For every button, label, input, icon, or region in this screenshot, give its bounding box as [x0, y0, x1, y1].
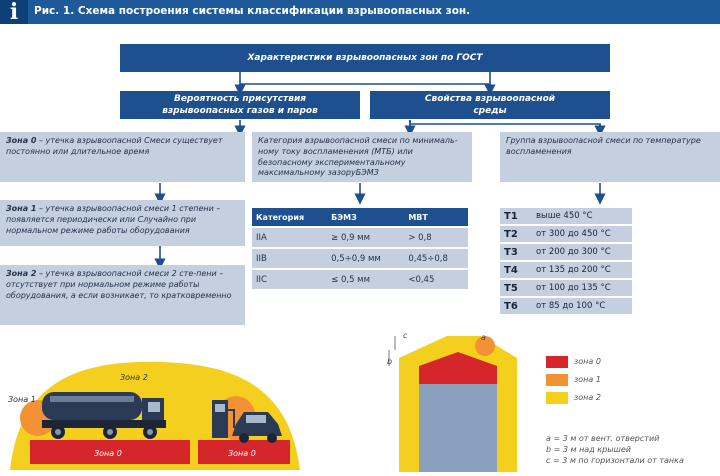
zone-0-label-right: Зона 0: [228, 449, 256, 458]
temp-range: от 100 до 135 °C: [532, 278, 632, 297]
info-icon: i: [0, 0, 28, 24]
temp-class: T5: [500, 278, 532, 297]
zone-2-box: Зона 2 – утечка взрывоопасной смеси 2 ст…: [0, 265, 245, 325]
table-row: IIB 0,5÷0,9 мм 0,45÷0,8: [252, 247, 468, 269]
zone-1-text: – утечка взрывоопасной смеси 1 степени –…: [6, 204, 221, 235]
table-header: БЭМЗ: [327, 208, 405, 227]
temp-class: T3: [500, 242, 532, 261]
legend-swatch-zone-1: [546, 374, 568, 386]
temp-class: T1: [500, 206, 532, 225]
table-cell: > 0,8: [404, 226, 468, 248]
fuel-pump-icon: [212, 400, 235, 438]
zone-1-label: Зона 1: [8, 395, 36, 404]
temp-range: от 85 до 100 °C: [532, 296, 632, 314]
top-banner: Характеристики взрывоопасных зон по ГОСТ: [120, 44, 610, 72]
zone-0-text: – утечка взрывоопасной Смеси существует …: [6, 136, 223, 156]
table-row: IIC ≤ 0,5 мм <0,45: [252, 268, 468, 289]
zone-2-label: Зона 2: [120, 373, 148, 382]
tanker-truck-icon: [42, 392, 166, 439]
table-header-row: Категория БЭМЗ МВТ: [252, 208, 468, 227]
zone-2-name: Зона 2: [6, 269, 37, 278]
note-c: c = 3 м по горизонтали от танка: [546, 456, 684, 465]
tank-vent-zone-1: [475, 336, 495, 356]
figure-title: Рис. 1. Схема построения системы классиф…: [34, 5, 471, 17]
left-banner: Вероятность присутствия взрывоопасных га…: [120, 91, 360, 119]
category-box: Категория взрывоопасной смеси по минимал…: [252, 132, 472, 182]
temp-class: T6: [500, 296, 532, 314]
zone-0-name: Зона 0: [6, 136, 37, 145]
table-cell: IIC: [252, 268, 328, 289]
table-cell: IIA: [252, 226, 328, 248]
temp-class: T4: [500, 260, 532, 279]
category-table: Категория БЭМЗ МВТ IIA ≥ 0,9 мм > 0,8 II…: [252, 208, 468, 289]
legend-label-zone-1: зона 1: [574, 375, 601, 384]
zone-2-text: – утечка взрывоопасной смеси 2 сте-пени …: [6, 269, 232, 300]
table-cell: IIB: [252, 247, 328, 269]
table-header: МВТ: [404, 208, 468, 227]
zone-0-box: Зона 0 – утечка взрывоопасной Смеси суще…: [0, 132, 245, 182]
temp-range: выше 450 °C: [532, 206, 632, 225]
zone-0-bar-left: [30, 440, 190, 464]
legend-label-zone-0: зона 0: [574, 357, 601, 366]
group-box: Группа взрывоопасной смеси по температур…: [500, 132, 720, 182]
dimension-a: a: [481, 333, 486, 342]
temp-class: T2: [500, 224, 532, 243]
right-banner: Свойства взрывоопасной среды: [370, 91, 610, 119]
note-b: b = 3 м над крышей: [546, 445, 631, 454]
legend-swatch-zone-0: [546, 356, 568, 368]
dimension-c: c: [403, 331, 408, 340]
table-header: Категория: [252, 208, 328, 227]
legend-label-zone-2: зона 2: [574, 393, 601, 402]
title-bar: [0, 0, 720, 24]
table-cell: ≤ 0,5 мм: [327, 268, 405, 289]
zone-0-label-left: Зона 0: [94, 449, 122, 458]
car-icon: [232, 412, 282, 443]
temp-range: от 200 до 300 °C: [532, 242, 632, 261]
note-a: a = 3 м от вент. отверстий: [546, 434, 660, 443]
tank-zone-illustration: c b a: [387, 331, 517, 472]
table-row: IIA ≥ 0,9 мм > 0,8: [252, 226, 468, 248]
zone-0-bar-right: [198, 440, 290, 464]
tank-zone-0: [419, 366, 497, 384]
temp-range: от 300 до 450 °C: [532, 224, 632, 243]
table-cell: <0,45: [404, 268, 468, 289]
zone-1-box: Зона 1 – утечка взрывоопасной смеси 1 ст…: [0, 200, 245, 246]
vehicle-zone-illustration: Зона 2 Зона 1 Зона 0 Зона 0: [8, 361, 300, 470]
table-cell: ≥ 0,9 мм: [327, 226, 405, 248]
zone-1-name: Зона 1: [6, 204, 37, 213]
temp-range: от 135 до 200 °C: [532, 260, 632, 279]
legend-swatch-zone-2: [546, 392, 568, 404]
table-cell: 0,45÷0,8: [404, 247, 468, 269]
dimension-b: b: [387, 357, 392, 366]
table-cell: 0,5÷0,9 мм: [327, 247, 405, 269]
